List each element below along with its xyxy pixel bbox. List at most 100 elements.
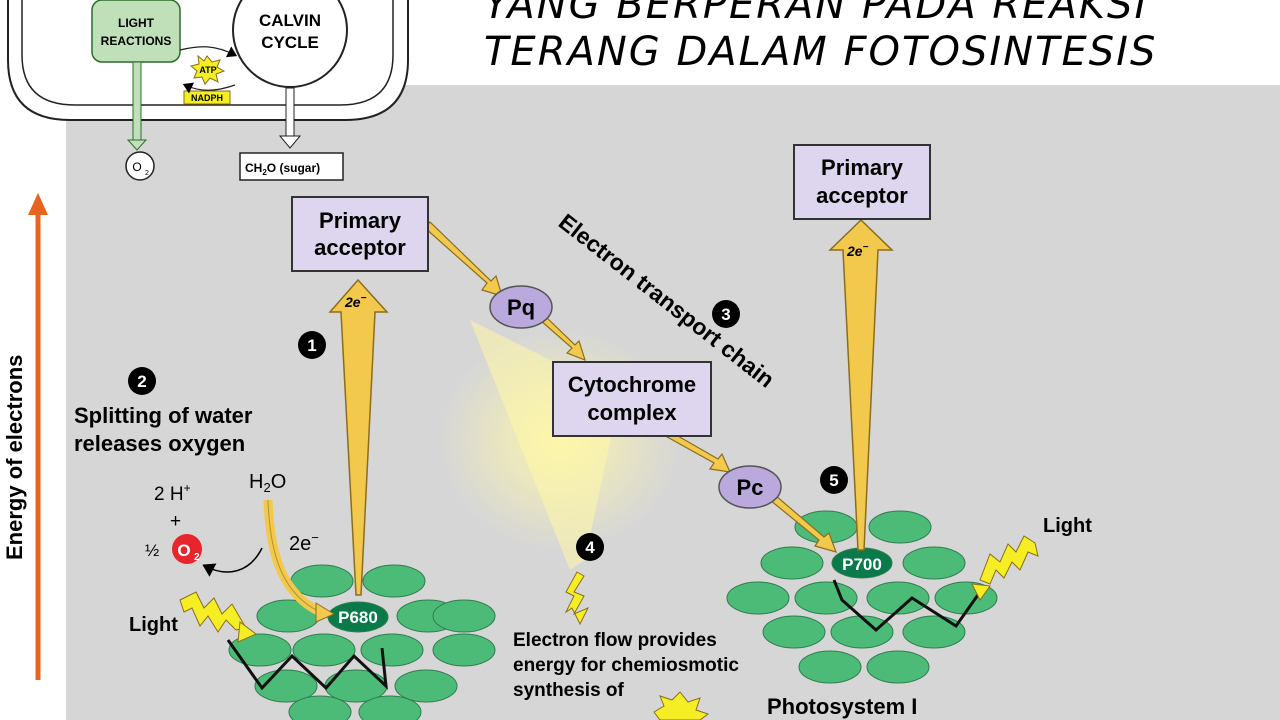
primary-acceptor-1-line-1: Primary	[319, 208, 402, 233]
pigment-molecule	[902, 546, 966, 580]
inset-oxygen-node: O 2	[125, 151, 155, 181]
pigment-molecule	[760, 546, 824, 580]
water-sub: 2	[263, 480, 270, 495]
electron-flow-line-1: Electron flow provides	[513, 630, 717, 651]
oxygen-label: O	[177, 541, 190, 560]
energy-axis: Energy of electrons	[2, 193, 48, 680]
electron-flow-line-2: energy for chemiosmotic	[513, 655, 739, 676]
energy-transfer-path-ps1	[832, 579, 982, 633]
protons-label: 2 H	[154, 484, 184, 505]
light-reactions-label-2: REACTIONS	[101, 34, 172, 48]
pigment-molecule	[290, 564, 354, 598]
water-2e-label: 2e	[289, 533, 311, 555]
svg-text:2 H+: 2 H+	[154, 481, 191, 505]
water-rest: O	[271, 471, 287, 493]
light-label-right: Light	[1043, 515, 1092, 537]
pc-label: Pc	[737, 475, 764, 500]
pigment-molecule	[726, 581, 790, 615]
primary-acceptor-box-2: Primary acceptor	[793, 144, 931, 220]
step-2-marker: 2	[128, 367, 156, 395]
step-1-label: 1	[307, 336, 316, 355]
photosystem-2-cluster: P680	[226, 564, 496, 720]
p700-label: P700	[842, 555, 882, 574]
pigment-molecule	[394, 669, 458, 703]
svg-text:H2O: H2O	[249, 471, 286, 495]
light-label-left: Light	[129, 614, 178, 636]
step-1-marker: 1	[298, 331, 326, 359]
pigment-molecule	[868, 510, 932, 544]
etc-arrows	[424, 221, 837, 553]
step-4-label: 4	[585, 538, 595, 557]
half-label: ½	[145, 541, 159, 560]
water-2e-sup: −	[311, 530, 319, 545]
step-4-marker: 4	[576, 533, 604, 561]
oxygen-sub: 2	[194, 552, 200, 563]
oxygen-release-arrow	[202, 547, 263, 577]
step-4-lightning-icon	[564, 571, 590, 626]
pigment-molecule	[866, 650, 930, 684]
light-reactions-box: LIGHT REACTIONS	[91, 0, 181, 63]
atp-burst-icon: ATP	[189, 54, 226, 85]
plus-sign: +	[170, 511, 181, 532]
step-3-label: 3	[721, 305, 730, 324]
atp-burst-icon-bottom	[653, 691, 710, 720]
pq-carrier: Pq	[489, 285, 553, 329]
splitting-line-2: releases oxygen	[74, 431, 245, 456]
svg-text:2e−: 2e−	[289, 530, 319, 555]
step-5-label: 5	[829, 471, 838, 490]
arrow-2e-2-sup: −	[863, 242, 869, 253]
pigment-molecule	[866, 581, 930, 615]
title-line-1: YANG BERPERAN PADA REAKSI	[484, 0, 1148, 28]
inset-sugar-ch: CH	[245, 161, 262, 175]
light-reactions-label-1: LIGHT	[118, 16, 155, 30]
inset-o2-sub: 2	[145, 170, 149, 177]
pigment-molecule	[432, 599, 496, 633]
svg-text:CH2O (sugar): CH2O (sugar)	[245, 161, 320, 177]
calvin-cycle-circle: CALVIN CYCLE	[232, 0, 348, 88]
inset-sugar-rest: O (sugar)	[267, 161, 320, 175]
inset-o2-label: O	[132, 160, 141, 174]
p680-label: P680	[338, 608, 378, 627]
pigment-molecule	[358, 695, 422, 720]
primary-acceptor-box-1: Primary acceptor	[291, 196, 429, 272]
arrow-2e-1: 2e	[344, 294, 361, 310]
inset-sugar-sub: 2	[262, 168, 267, 177]
pigment-molecule	[360, 633, 424, 667]
pigment-molecule	[830, 615, 894, 649]
chloroplast-inset: LIGHT REACTIONS CALVIN CYCLE ATP NADPH O…	[7, 0, 409, 181]
electron-arrow-ps2: 2e−	[328, 278, 389, 596]
lightning-icon-left	[179, 591, 257, 643]
oxygen-icon: O 2	[172, 534, 202, 564]
lightning-icon-right	[971, 535, 1039, 601]
nadph-label: NADPH	[191, 93, 223, 103]
svg-text:2e−: 2e−	[846, 242, 869, 259]
cytochrome-complex-box: Cytochrome complex	[552, 361, 712, 437]
primary-acceptor-2-line-2: acceptor	[816, 183, 908, 208]
pigment-molecule	[794, 581, 858, 615]
electron-flow-line-3: synthesis of	[513, 680, 625, 701]
pigment-molecule	[362, 564, 426, 598]
step-3-marker: 3	[712, 300, 740, 328]
energy-transfer-path-ps2	[226, 639, 388, 691]
primary-acceptor-2-line-1: Primary	[821, 155, 904, 180]
pigment-molecule	[798, 650, 862, 684]
cytochrome-line-2: complex	[587, 400, 677, 425]
pc-carrier: Pc	[718, 465, 782, 509]
cytochrome-line-1: Cytochrome	[568, 372, 696, 397]
pigment-molecule	[902, 615, 966, 649]
calvin-cycle-label-2: CYCLE	[261, 33, 319, 52]
primary-acceptor-1-line-2: acceptor	[314, 235, 406, 260]
electron-arrow-ps1: 2e−	[828, 218, 894, 551]
pigment-molecule	[762, 615, 826, 649]
water-label: H	[249, 471, 263, 493]
calvin-cycle-label-1: CALVIN	[259, 11, 321, 30]
photosystem-1-label: Photosystem I	[767, 694, 917, 719]
pigment-molecule	[288, 695, 352, 720]
svg-text:2e−: 2e−	[344, 293, 367, 310]
splitting-line-1: Splitting of water	[74, 403, 253, 428]
step-5-marker: 5	[820, 466, 848, 494]
arrow-2e-2: 2e	[846, 243, 863, 259]
energy-axis-label: Energy of electrons	[2, 355, 27, 560]
inset-sugar-box: CH2O (sugar)	[239, 152, 344, 181]
pigment-molecule	[228, 633, 292, 667]
